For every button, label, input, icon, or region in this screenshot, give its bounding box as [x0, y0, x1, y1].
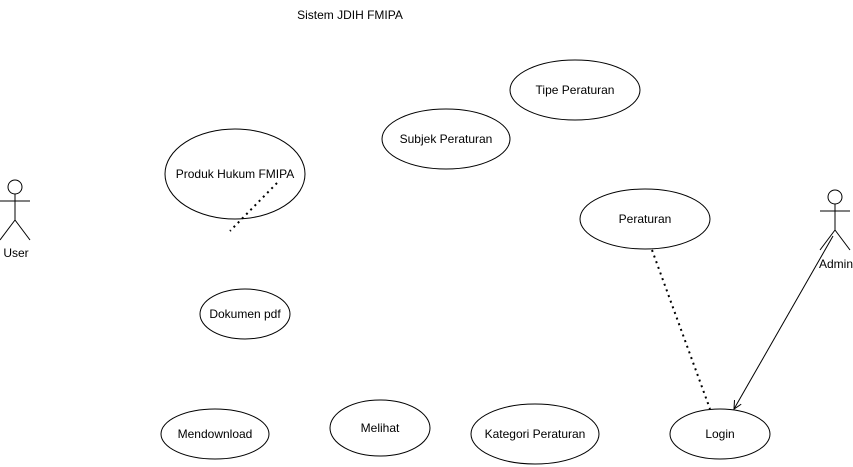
use-case-label: Melihat: [361, 421, 400, 435]
diagram-title: Sistem JDIH FMIPA: [297, 8, 403, 22]
admin-head: [827, 189, 843, 205]
use-case-mendownload[interactable]: Mendownload: [160, 408, 270, 460]
use-case-produk-hukum[interactable]: Produk Hukum FMIPA: [164, 128, 306, 220]
use-case-dokumen-pdf[interactable]: Dokumen pdf: [199, 288, 291, 340]
admin-login-association: [734, 235, 834, 409]
use-case-label: Produk Hukum FMIPA: [176, 167, 294, 181]
use-case-label: Kategori Peraturan: [485, 427, 586, 441]
use-case-login[interactable]: Login: [669, 408, 771, 460]
peraturan-login-dotted-connector: [651, 249, 711, 410]
admin-label: Admin: [819, 257, 853, 271]
use-case-label: Login: [705, 427, 734, 441]
use-case-peraturan[interactable]: Peraturan: [579, 188, 711, 250]
admin-left-leg: [819, 229, 836, 251]
use-case-label: Subjek Peraturan: [400, 132, 493, 146]
user-actor[interactable]: User: [0, 179, 31, 260]
user-label: User: [3, 246, 28, 260]
user-right-leg: [14, 219, 31, 241]
use-case-label: Dokumen pdf: [209, 307, 281, 321]
admin-right-leg: [834, 229, 851, 251]
use-case-subjek-peraturan[interactable]: Subjek Peraturan: [381, 108, 511, 170]
use-case-label: Peraturan: [619, 212, 672, 226]
use-case-label: Mendownload: [178, 427, 253, 441]
use-case-melihat[interactable]: Melihat: [329, 399, 431, 457]
user-head: [7, 179, 23, 195]
produk-hukum-dotted-connector: [229, 182, 278, 232]
use-case-label: Tipe Peraturan: [536, 83, 615, 97]
user-left-leg: [0, 219, 16, 241]
admin-actor[interactable]: Admin: [819, 189, 853, 271]
use-case-tipe-peraturan[interactable]: Tipe Peraturan: [509, 59, 641, 121]
use-case-kategori-peraturan[interactable]: Kategori Peraturan: [470, 403, 600, 465]
